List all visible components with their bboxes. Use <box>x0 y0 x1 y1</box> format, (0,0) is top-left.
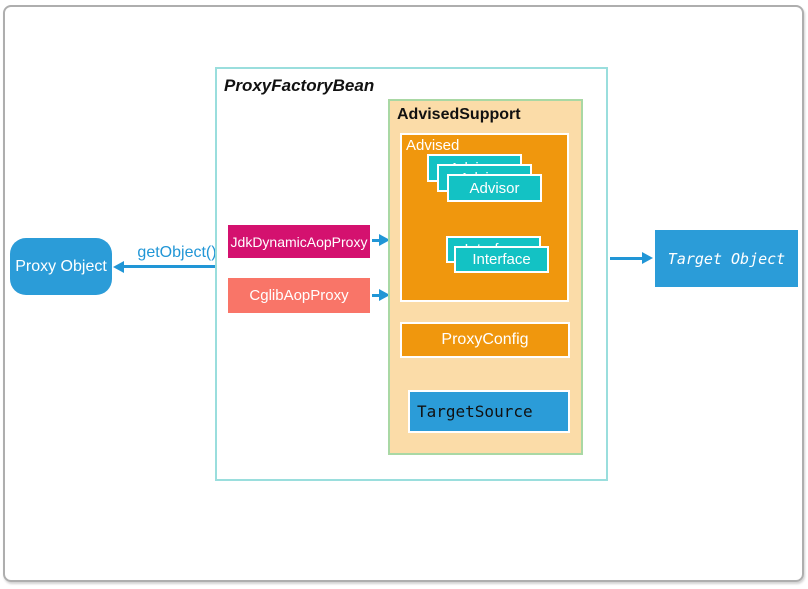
arrow-head-right-icon <box>379 234 390 246</box>
target-source-box: TargetSource <box>408 390 570 433</box>
advised-title: Advised <box>406 137 460 154</box>
proxy-object-box: Proxy Object <box>10 238 112 295</box>
arrow-line <box>372 294 380 297</box>
proxy-factory-bean-title: ProxyFactoryBean <box>224 76 375 95</box>
target-object-box: Target Object <box>655 230 798 287</box>
jdk-dynamic-aop-proxy-box: JdkDynamicAopProxy <box>228 225 370 258</box>
advised-support-title: AdvisedSupport <box>397 106 521 123</box>
cglib-aop-proxy-box: CglibAopProxy <box>228 278 370 313</box>
advisor-box-front: Advisor <box>447 174 542 202</box>
arrow-head-right-icon <box>642 252 653 264</box>
arrow-line <box>610 257 643 260</box>
interface-box-front: Interface <box>454 246 549 273</box>
arrow-head-right-icon <box>379 289 390 301</box>
arrow-line <box>372 239 380 242</box>
proxy-config-box: ProxyConfig <box>400 322 570 358</box>
arrow-line <box>123 265 216 268</box>
get-object-label: getObject() <box>137 244 217 261</box>
outer-frame <box>3 5 804 582</box>
arrow-head-left-icon <box>113 261 124 273</box>
